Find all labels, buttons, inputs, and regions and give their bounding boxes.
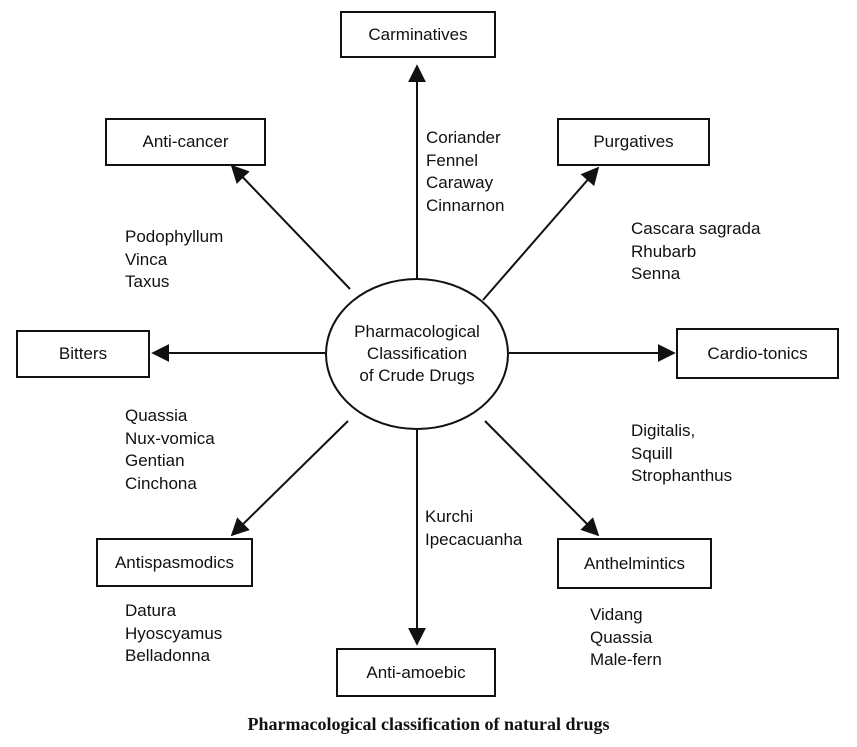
node-antispasmodics: Antispasmodics <box>96 538 253 587</box>
list-item: Ipecacuanha <box>425 529 523 549</box>
list-item: Datura <box>125 601 177 620</box>
node-carminatives: Carminatives <box>340 11 496 58</box>
node-carminatives-label: Carminatives <box>368 24 468 44</box>
list-item: Quassia <box>590 627 653 647</box>
examples-purgatives: Cascara sagrada Rhubarb Senna <box>631 218 760 286</box>
node-anthelmintics-label: Anthelmintics <box>583 553 686 573</box>
examples-bitters: Quassia Nux-vomica Gentian Cinchona <box>125 405 215 495</box>
list-item: Belladonna <box>125 646 211 665</box>
node-bitters: Bitters <box>16 330 150 378</box>
node-antiamoebic-label: Anti-amoebic <box>366 662 466 682</box>
figure-caption: Pharmacological classification of natura… <box>247 714 610 734</box>
arrow-antispasmodics <box>230 420 349 537</box>
list-item: Podophyllum <box>125 227 224 246</box>
list-item: Senna <box>631 264 681 283</box>
arrow-purgatives <box>482 166 600 301</box>
list-item: Nux-vomica <box>125 428 215 448</box>
node-purgatives: Purgatives <box>557 118 710 166</box>
list-item: Coriander <box>426 128 501 147</box>
list-item: Taxus <box>125 272 170 291</box>
list-item: Hyoscyamus <box>125 623 223 643</box>
node-cardiotonics: Cardio-tonics <box>676 328 839 379</box>
list-item: Caraway <box>426 173 494 192</box>
list-item: Quassia <box>125 406 188 425</box>
list-item: Strophanthus <box>631 466 733 485</box>
list-item: Vidang <box>590 605 643 624</box>
arrow-anthelmintics <box>484 420 600 537</box>
list-item: Cinchona <box>125 473 197 493</box>
node-anthelmintics: Anthelmintics <box>557 538 712 589</box>
list-item: Cascara sagrada <box>631 219 761 238</box>
center-node: Pharmacological Classification of Crude … <box>325 278 509 430</box>
list-item: Digitalis, <box>631 421 696 440</box>
node-anticancer-label: Anti-cancer <box>142 132 229 151</box>
examples-anticancer: Podophyllum Vinca Taxus <box>125 226 223 294</box>
list-item: Gentian <box>125 451 185 470</box>
list-item: Male-fern <box>590 650 662 669</box>
center-label: Pharmacological Classification of Crude … <box>354 322 480 385</box>
node-cardiotonics-label: Cardio-tonics <box>707 343 808 363</box>
examples-anthelmintics: Vidang Quassia Male-fern <box>590 604 662 672</box>
node-purgatives-label: Purgatives <box>593 132 674 151</box>
list-item: Rhubarb <box>631 241 697 261</box>
node-antispasmodics-label: Antispasmodics <box>114 552 235 572</box>
examples-carminatives: Coriander Fennel Caraway Cinnarnon <box>426 127 504 217</box>
arrow-anticancer <box>230 164 351 290</box>
list-item: Kurchi <box>425 507 474 526</box>
list-item: Cinnarnon <box>426 195 505 215</box>
list-item: Fennel <box>426 150 478 170</box>
examples-cardiotonics: Digitalis, Squill Strophanthus <box>631 420 732 488</box>
node-anticancer: Anti-cancer <box>105 118 266 166</box>
node-bitters-label: Bitters <box>58 344 108 363</box>
list-item: Vinca <box>125 249 168 269</box>
examples-antiamoebic: Kurchi Ipecacuanha <box>425 506 522 551</box>
examples-antispasmodics: Datura Hyoscyamus Belladonna <box>125 600 222 668</box>
list-item: Squill <box>631 443 673 463</box>
node-antiamoebic: Anti-amoebic <box>336 648 496 697</box>
